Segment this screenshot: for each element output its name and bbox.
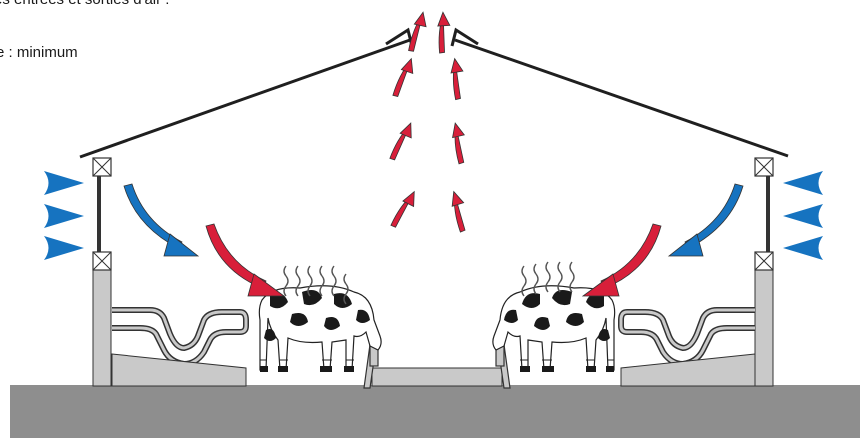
- right-wall: [618, 157, 774, 387]
- inlet-arrows-left: [44, 171, 84, 260]
- cow-left: [258, 285, 382, 373]
- heat-arrow-right: [581, 223, 662, 297]
- caption-line-1: es entrées et sorties d'air :: [0, 0, 169, 8]
- heat-arrow-left: [205, 223, 286, 297]
- vapor-right: [521, 261, 575, 297]
- cow-right: [492, 285, 616, 373]
- inflow-arrow-right: [667, 183, 744, 257]
- caption-line-2: e : minimum: [0, 44, 78, 61]
- inlet-arrows-right: [783, 171, 823, 260]
- feed-alley: [371, 367, 503, 387]
- inflow-arrow-left: [123, 183, 200, 257]
- left-wall: [92, 157, 249, 387]
- floor: [10, 385, 860, 438]
- vapor-left: [283, 265, 349, 305]
- roof: [79, 27, 789, 159]
